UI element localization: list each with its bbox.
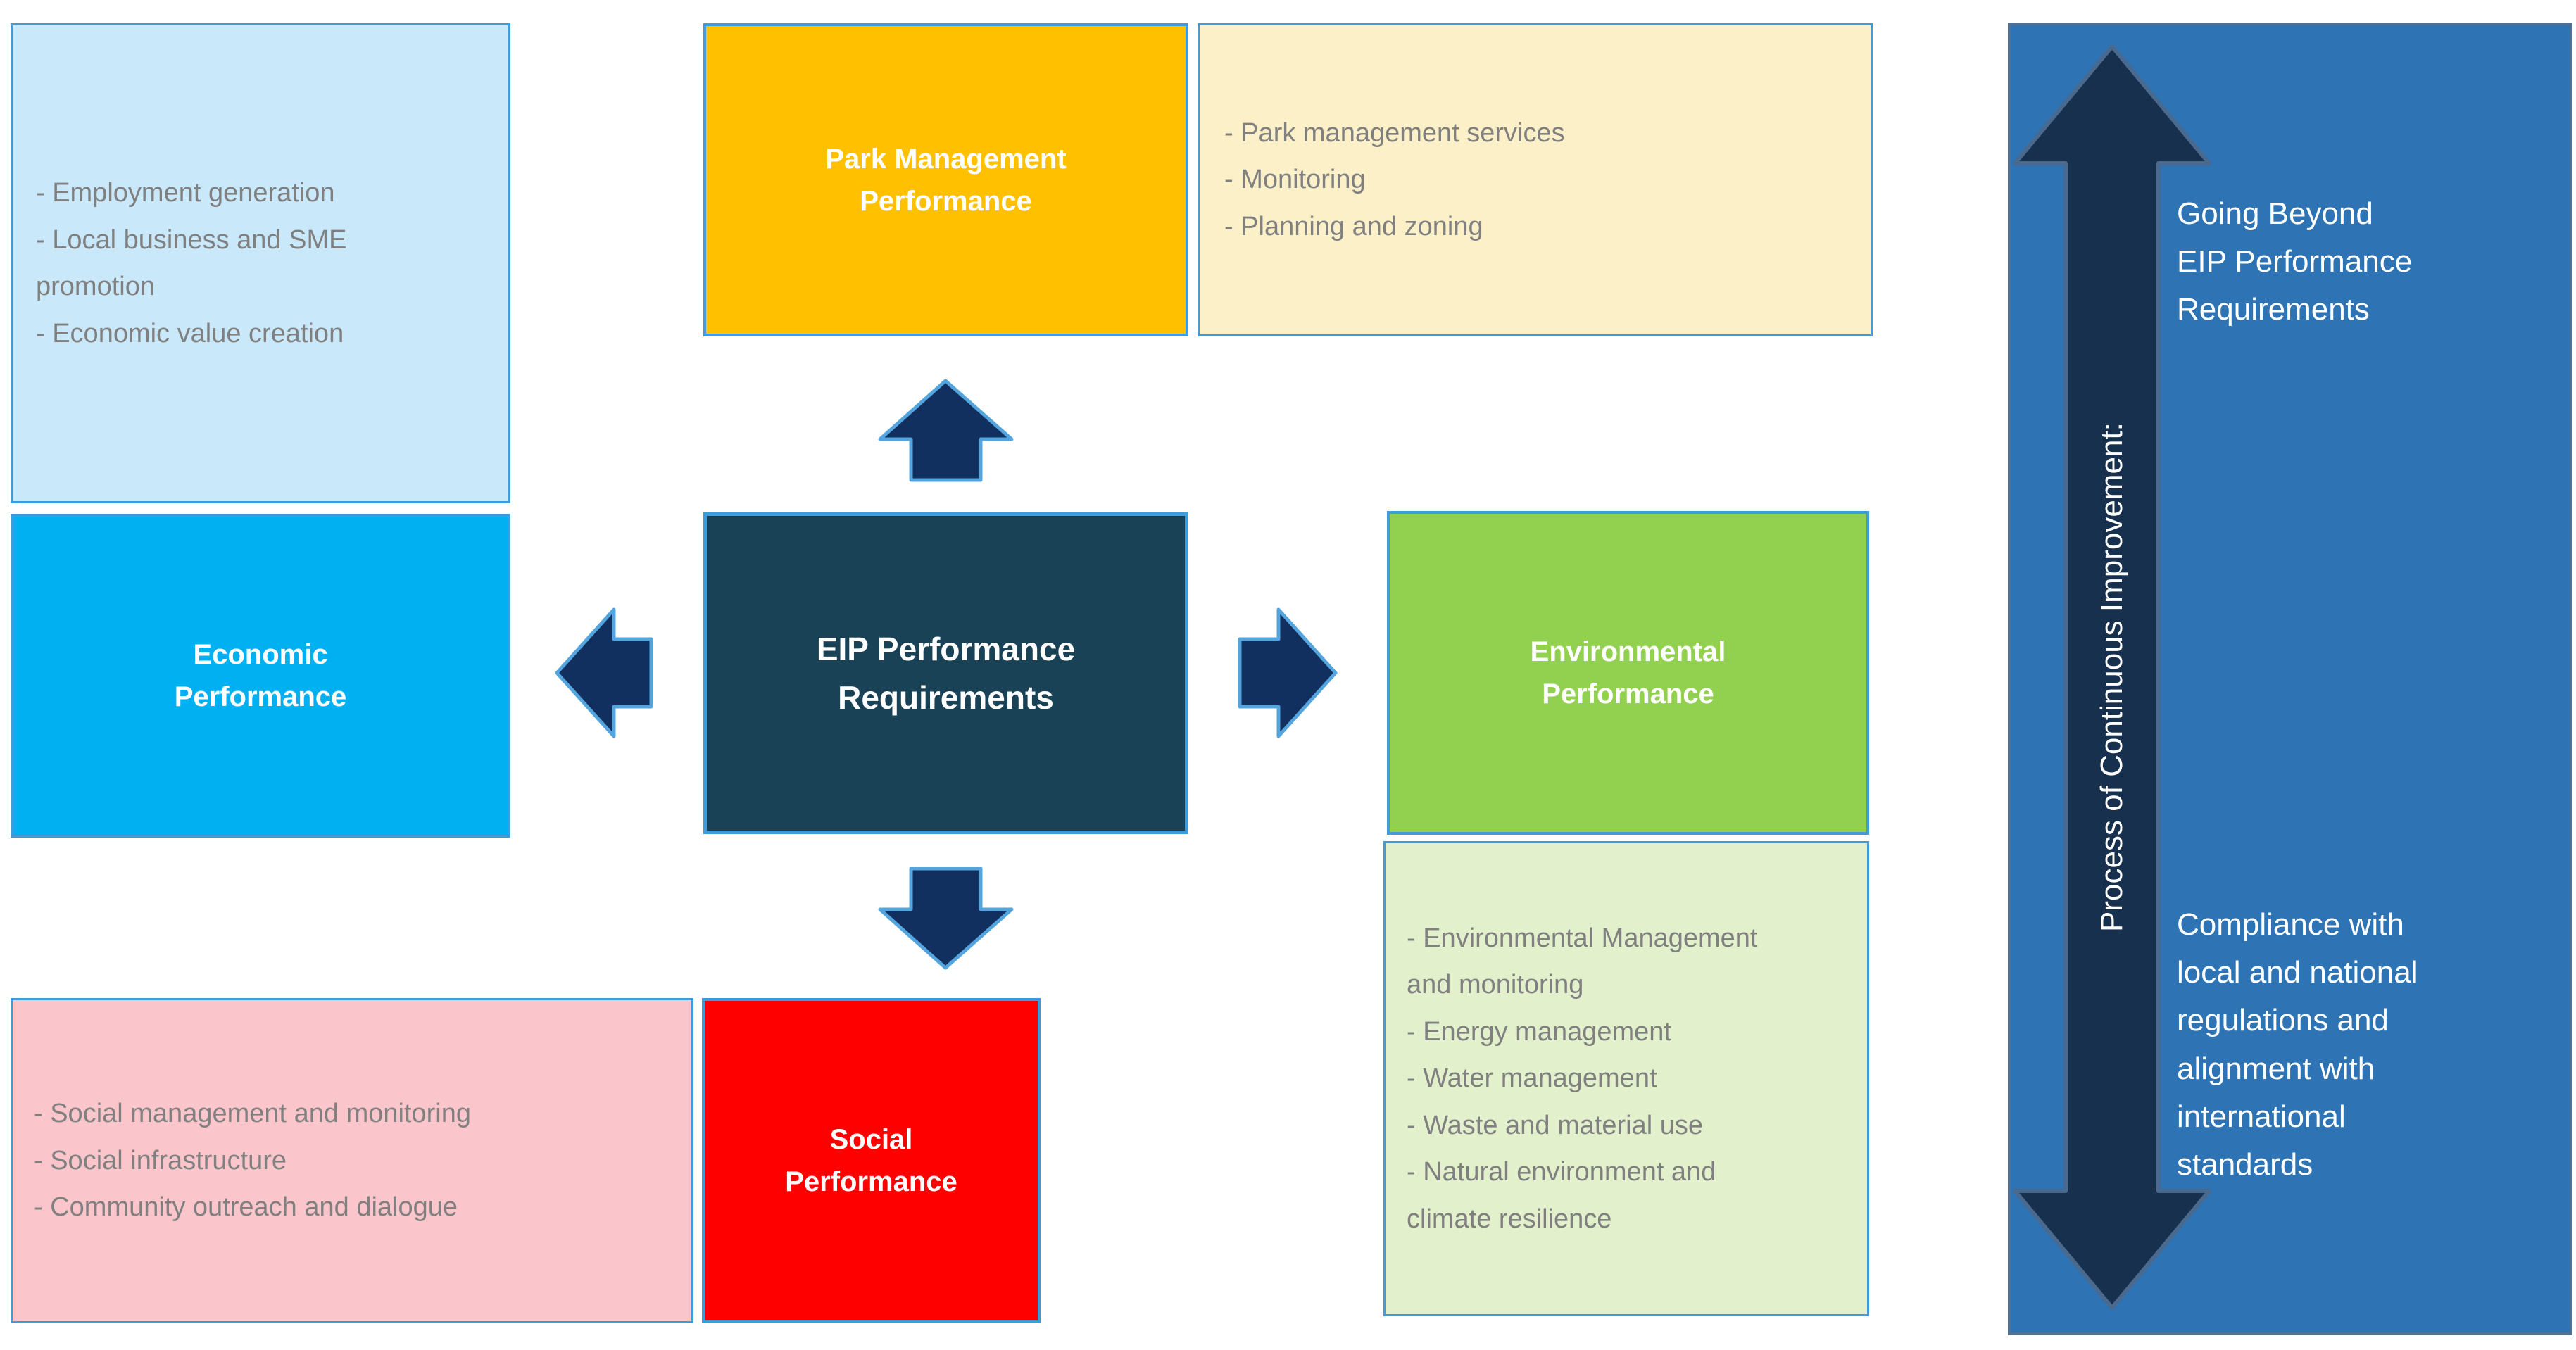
park-management-detail-box: - Park management services - Monitoring - … (1198, 23, 1873, 336)
social-performance-title: Social Performance (785, 1124, 957, 1197)
detail-line: - Monitoring (1224, 165, 1366, 195)
detail-line: - Planning and zoning (1224, 211, 1483, 241)
up-arrow-icon (878, 379, 1014, 482)
going-beyond-text: Going Beyond EIP Performance Requirement… (2177, 196, 2413, 327)
detail-line: - Social infrastructure (34, 1145, 287, 1175)
continuous-improvement-arrow-icon (2013, 44, 2211, 1310)
compliance-text: Compliance with local and national regul… (2177, 907, 2418, 1182)
detail-line: - Park management services (1224, 118, 1565, 148)
park-management-performance-title: Park Management Performance (825, 143, 1067, 217)
economic-performance-title: Economic Performance (174, 639, 347, 712)
detail-line: - Environmental Management and monitorin… (1407, 923, 1758, 1000)
social-performance-box: Social Performance (702, 998, 1041, 1323)
economic-detail-box: - Employment generation - Local business … (11, 23, 510, 503)
detail-line: - Waste and material use (1407, 1110, 1703, 1140)
detail-line: - Economic value creation (36, 318, 344, 348)
detail-line: - Local business and SME promotion (36, 225, 347, 302)
environmental-performance-box: Environmental Performance (1387, 511, 1869, 835)
right-arrow-icon (1238, 607, 1338, 738)
detail-line: - Employment generation (36, 178, 335, 208)
social-detail-box: - Social management and monitoring - Soci… (11, 998, 693, 1323)
left-arrow-icon (555, 607, 653, 738)
continuous-improvement-arrow-label: Process of Continuous Improvement: (2094, 422, 2129, 932)
eip-performance-requirements-title: EIP Performance Requirements (816, 630, 1076, 716)
park-management-performance-box: Park Management Performance (703, 23, 1188, 336)
environmental-detail-box: - Environmental Management and monitorin… (1383, 841, 1869, 1316)
detail-line: - Community outreach and dialogue (34, 1192, 458, 1223)
detail-line: - Water management (1407, 1064, 1657, 1094)
down-arrow-icon (878, 867, 1014, 970)
eip-performance-requirements-box: EIP Performance Requirements (703, 512, 1188, 834)
detail-line: - Natural environment and climate resili… (1407, 1157, 1716, 1234)
detail-line: - Social management and monitoring (34, 1099, 472, 1129)
environmental-performance-title: Environmental Performance (1530, 636, 1726, 709)
economic-performance-box: Economic Performance (11, 514, 510, 838)
detail-line: - Energy management (1407, 1016, 1671, 1047)
